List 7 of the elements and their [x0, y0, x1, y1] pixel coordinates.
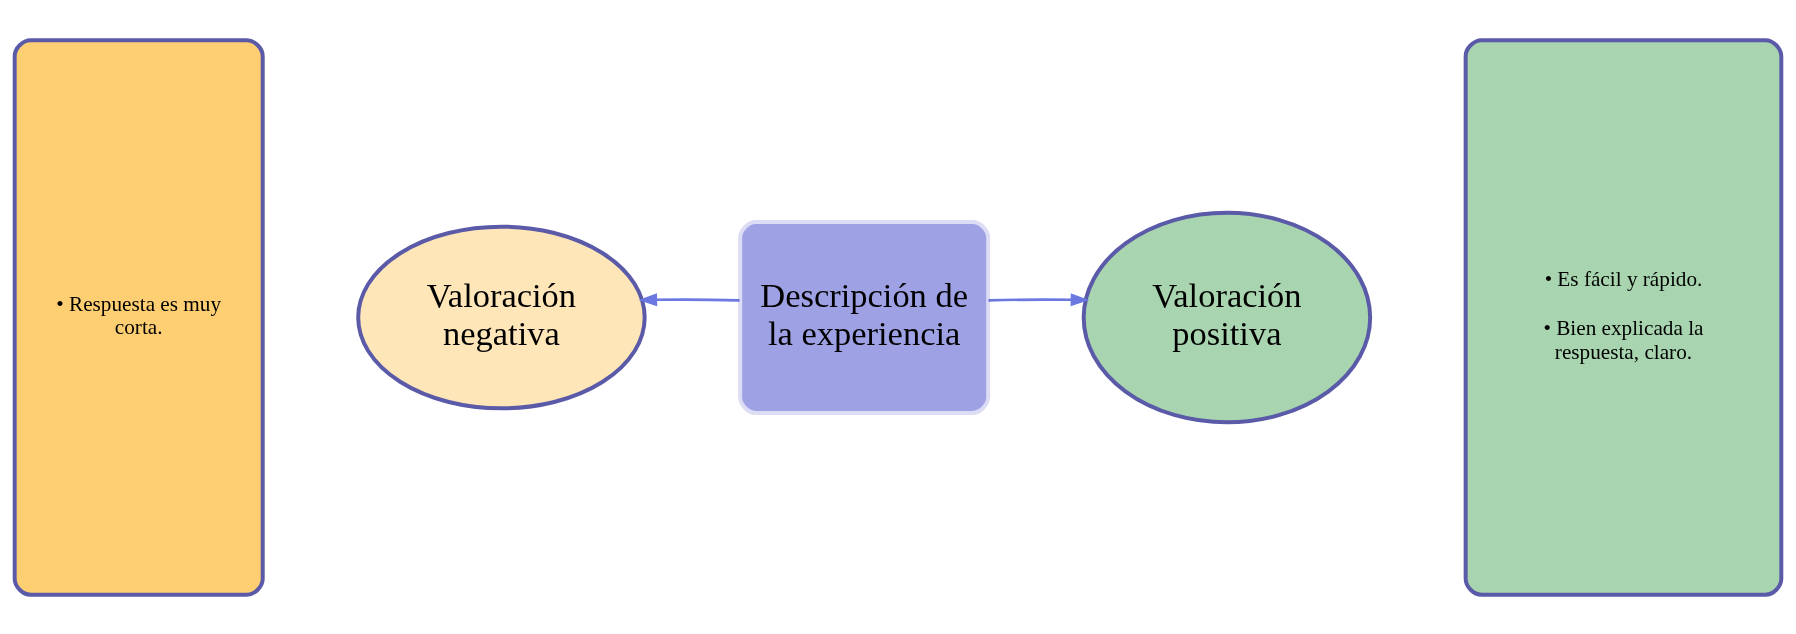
node-box: • Respuesta es muy corta. — [12, 37, 265, 597]
arrow — [988, 292, 1090, 306]
arrow — [638, 292, 740, 306]
node-ellipse: Valoración negativa — [356, 224, 647, 410]
node-ellipse: Valoración positiva — [1081, 210, 1373, 424]
node-box: Descripción de la experiencia — [738, 219, 991, 415]
node-box: • Es fácil y rápido. • Bien explicada la respuesta, claro. — [1463, 37, 1784, 597]
